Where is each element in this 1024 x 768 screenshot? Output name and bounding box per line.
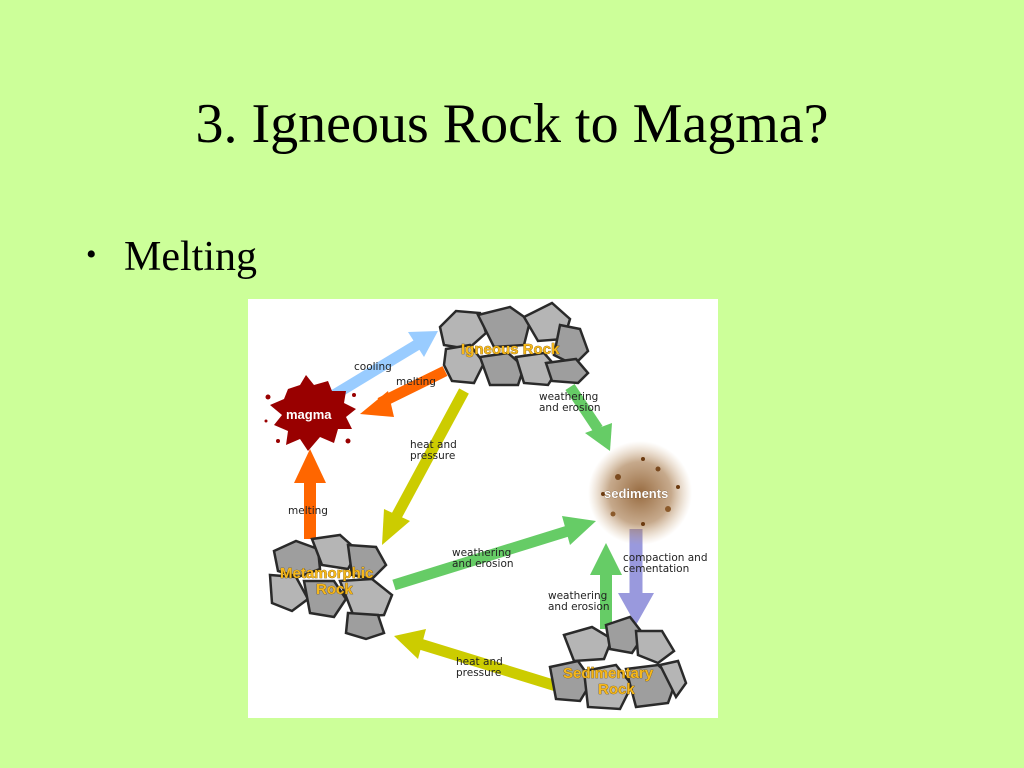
cooling-label: cooling (354, 361, 392, 373)
melting-arrow-metamorphic (294, 449, 326, 539)
sedimentary-rock-label-2: Rock (598, 681, 635, 698)
magma-label: magma (286, 407, 332, 422)
weathering-label-igneous-2: and erosion (539, 402, 601, 414)
weathering-arrow-metamorphic (392, 516, 596, 591)
heat-pressure-arrow-sedimentary (394, 629, 568, 695)
melting-label-metamorphic: melting (288, 505, 328, 517)
weathering-label-sedimentary-1: weathering (548, 590, 607, 602)
igneous-rock-node: Igneous Rock (438, 301, 590, 387)
bullet-item: • Melting (86, 236, 257, 278)
heat-label-igneous-2: pressure (410, 450, 455, 462)
melting-label-igneous: melting (396, 376, 436, 388)
sedimentary-rock-node: Sedimentary Rock (548, 615, 688, 711)
sedimentary-rock-label-1: Sedimentary (563, 665, 654, 682)
sediments-label: sediments (604, 486, 668, 501)
heat-label-sedimentary-1: heat and (456, 656, 503, 668)
weathering-label-metamorphic-1: weathering (452, 547, 511, 559)
heat-label-igneous-1: heat and (410, 439, 457, 451)
compaction-label-1: compaction and (623, 552, 708, 564)
metamorphic-rock-label-1: Metamorphic (280, 565, 373, 582)
rock-cycle-svg: cooling melting weathering and erosion h… (264, 301, 708, 711)
heat-pressure-arrow-igneous (382, 388, 469, 545)
magma-node: magma (264, 375, 356, 451)
igneous-rock-label: Igneous Rock (461, 341, 560, 358)
sediments-node: sediments (588, 441, 692, 545)
weathering-arrow-sedimentary (590, 543, 622, 629)
weathering-label-sedimentary-2: and erosion (548, 601, 610, 613)
weathering-label-metamorphic-2: and erosion (452, 558, 514, 570)
heat-label-sedimentary-2: pressure (456, 667, 501, 679)
cooling-arrow (331, 331, 438, 400)
slide-title: 3. Igneous Rock to Magma? (195, 93, 829, 155)
bullet-marker: • (86, 238, 97, 271)
compaction-label-2: cementation (623, 563, 689, 575)
weathering-label-igneous-1: weathering (539, 391, 598, 403)
bullet-text: Melting (124, 234, 257, 280)
melting-arrow-igneous (360, 366, 448, 417)
rock-cycle-diagram: cooling melting weathering and erosion h… (248, 299, 718, 718)
weathering-arrow-igneous (565, 383, 612, 451)
metamorphic-rock-label-2: Rock (316, 581, 353, 598)
metamorphic-rock-node: Metamorphic Rock (268, 533, 394, 641)
